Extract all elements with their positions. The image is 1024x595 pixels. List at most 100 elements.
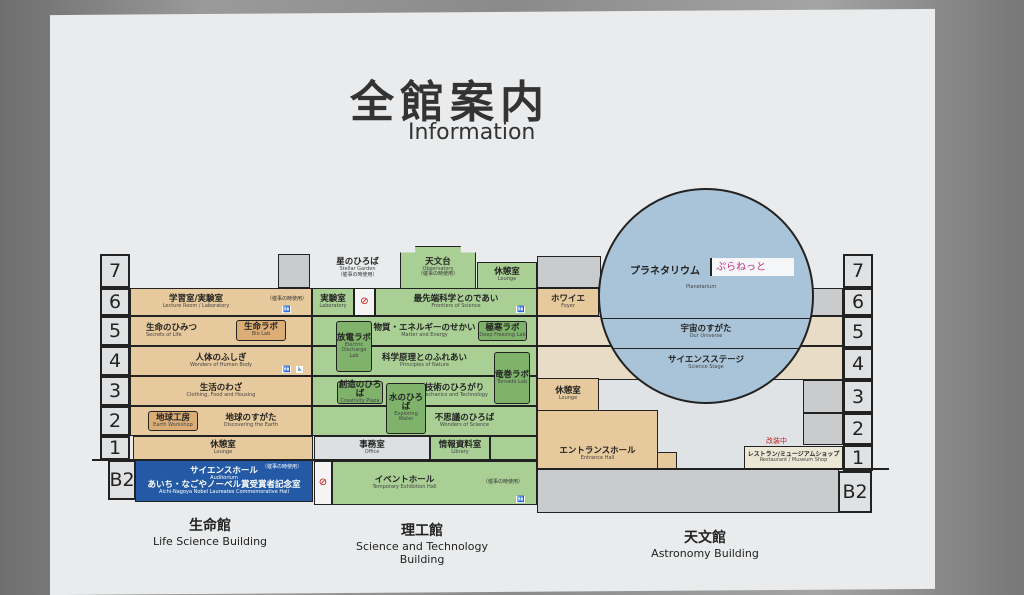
room-name-en: Lounge <box>558 395 578 402</box>
room-name-en: Temporary Exhibition Hall <box>372 483 437 490</box>
building-name-en: Science and Technology Building <box>356 540 488 566</box>
room-name-en: Lecture Room / Laboratory <box>162 302 230 309</box>
building-name: 生命館 <box>189 518 231 534</box>
room-name: 竜巻ラボ <box>495 369 530 380</box>
sci-1f-facilities <box>490 436 537 461</box>
accessible-icon: ♿ <box>296 366 304 373</box>
room-name-en: Matter and Energy <box>401 331 448 338</box>
divider <box>600 318 812 319</box>
page-subtitle: Information <box>408 120 536 145</box>
floor-label-2: 2 <box>100 406 130 436</box>
planetarium-label: プラネタリウム <box>630 266 700 277</box>
floor-label-6: 6 <box>100 288 130 316</box>
room-name-en: Stellar Garden <box>339 266 376 273</box>
floor-label-7-right: 7 <box>843 254 873 288</box>
floor-label-4: 4 <box>100 346 130 376</box>
room-name-en: Entrance Hall <box>580 455 615 462</box>
room-note: （催事の時使用） <box>267 296 308 302</box>
room-name-en: Library <box>451 449 469 456</box>
floor-label-1: 1 <box>100 436 130 460</box>
room-name-en: Earth Workshop <box>153 421 193 428</box>
entrance-step <box>657 452 677 469</box>
floor-label-7: 7 <box>100 254 130 288</box>
room-name: サイエンスステージ <box>667 355 745 365</box>
floor-label-5-right: 5 <box>843 316 873 348</box>
room-name: イベントホール <box>374 474 435 485</box>
room-name-en: Laboratory <box>319 302 347 309</box>
room-note: （催事の時使用） <box>337 271 378 278</box>
room-name: 生命のひみつ <box>146 322 198 333</box>
room-name: ホワイエ <box>551 293 585 304</box>
room-name: 地球工房 <box>155 412 190 423</box>
floor-label-5: 5 <box>100 316 130 346</box>
planetarium-label-en: Planetarium <box>686 284 717 290</box>
room-name: 休憩室 <box>210 439 236 450</box>
room-name-en: Observatory <box>422 265 454 272</box>
room-name: 天文台 <box>425 256 451 267</box>
room-name: 極寒ラボ <box>485 322 520 333</box>
room-name-en: Our Universe <box>689 332 723 339</box>
building-name: 天文館 <box>684 530 726 546</box>
room-name-en: Principles of Nature <box>400 361 449 368</box>
floor-label-1-right: 1 <box>843 445 873 471</box>
room-name: サイエンスホール <box>190 465 258 476</box>
room-name: 科学原理とのふれあい <box>382 352 467 363</box>
room-name: レストラン/ミュージアムショップ <box>747 450 840 458</box>
room-name-en: Creativity Plaza <box>340 397 380 404</box>
renovating-label: 改装中 <box>766 437 787 445</box>
room-name: 情報資料室 <box>438 440 482 451</box>
floor-label-b2-right: B2 <box>838 471 872 513</box>
restroom-icon: 🚻 <box>516 306 526 313</box>
room-name: 事務室 <box>359 440 385 451</box>
room-name-en: Restaurant / Museum Shop <box>759 457 828 464</box>
room-name-en: Tornado Lab <box>496 378 528 385</box>
room-name: 人体のふしぎ <box>195 352 247 363</box>
ground-line <box>537 468 889 470</box>
room-name-en: Bio Lab <box>251 331 271 338</box>
room-name: 技術のひろがり <box>424 382 485 393</box>
room-name-en: Science Stage <box>688 363 724 370</box>
restroom-icon: 🚻 <box>282 306 292 313</box>
astro-3f-block <box>803 380 843 413</box>
room-name-en: Wonders of Human Body <box>189 361 253 368</box>
room-note: （催事の時使用） <box>417 270 458 277</box>
room-note: （催事の時使用） <box>262 464 303 470</box>
divider <box>600 348 812 349</box>
room-name-en: Frontiers of Science <box>431 302 481 309</box>
room-name: 最先端科学とのであい <box>413 293 499 304</box>
room-name-en: Discovering the Earth <box>223 421 279 428</box>
no-entry-icon: ⊘ <box>354 288 375 316</box>
room-name-2-en: Aichi-Nagoya Nobel Laureates Commemorati… <box>159 488 289 495</box>
astro-7f-block <box>537 256 601 288</box>
room-name-en: Clothing, Food and Housing <box>186 391 256 398</box>
no-entry-icon: ⊘ <box>314 461 332 505</box>
